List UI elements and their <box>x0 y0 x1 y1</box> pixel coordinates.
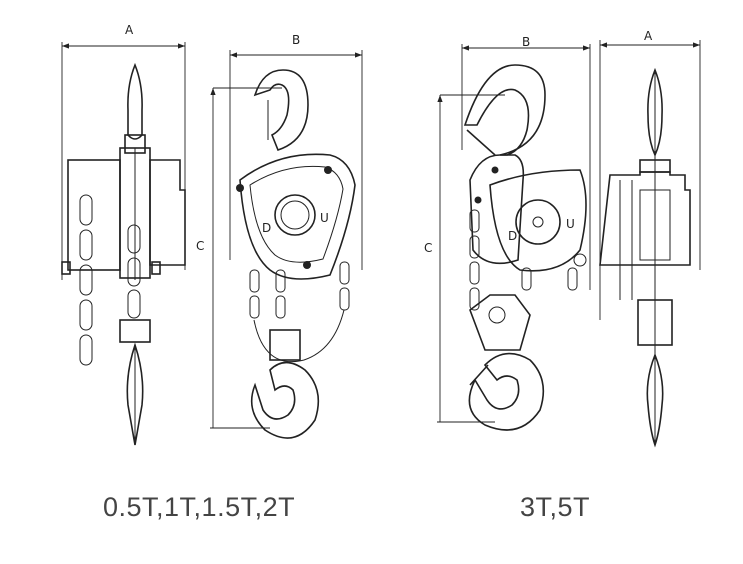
caption-small-models: 0.5T,1T,1.5T,2T <box>103 492 296 522</box>
dimension-c-label: C <box>196 239 204 253</box>
dimension-c-label-large: C <box>424 241 432 255</box>
large-hoist-side-view: A <box>599 29 701 448</box>
dimension-b-label: B <box>292 33 300 47</box>
up-label: U <box>320 211 329 225</box>
dimension-b-label-large: B <box>522 35 530 49</box>
caption-large-models: 3T,5T <box>520 492 591 522</box>
small-hoist-front-view: B C D U <box>196 33 363 439</box>
dimension-a-label: A <box>125 23 134 37</box>
dimension-a-label-large: A <box>644 29 653 43</box>
down-label: D <box>262 221 271 235</box>
down-label-large: D <box>508 229 517 243</box>
small-hoist-side-view: A <box>61 23 186 446</box>
large-hoist-front-view: B C D U <box>424 35 591 431</box>
up-label-large: U <box>566 217 575 231</box>
